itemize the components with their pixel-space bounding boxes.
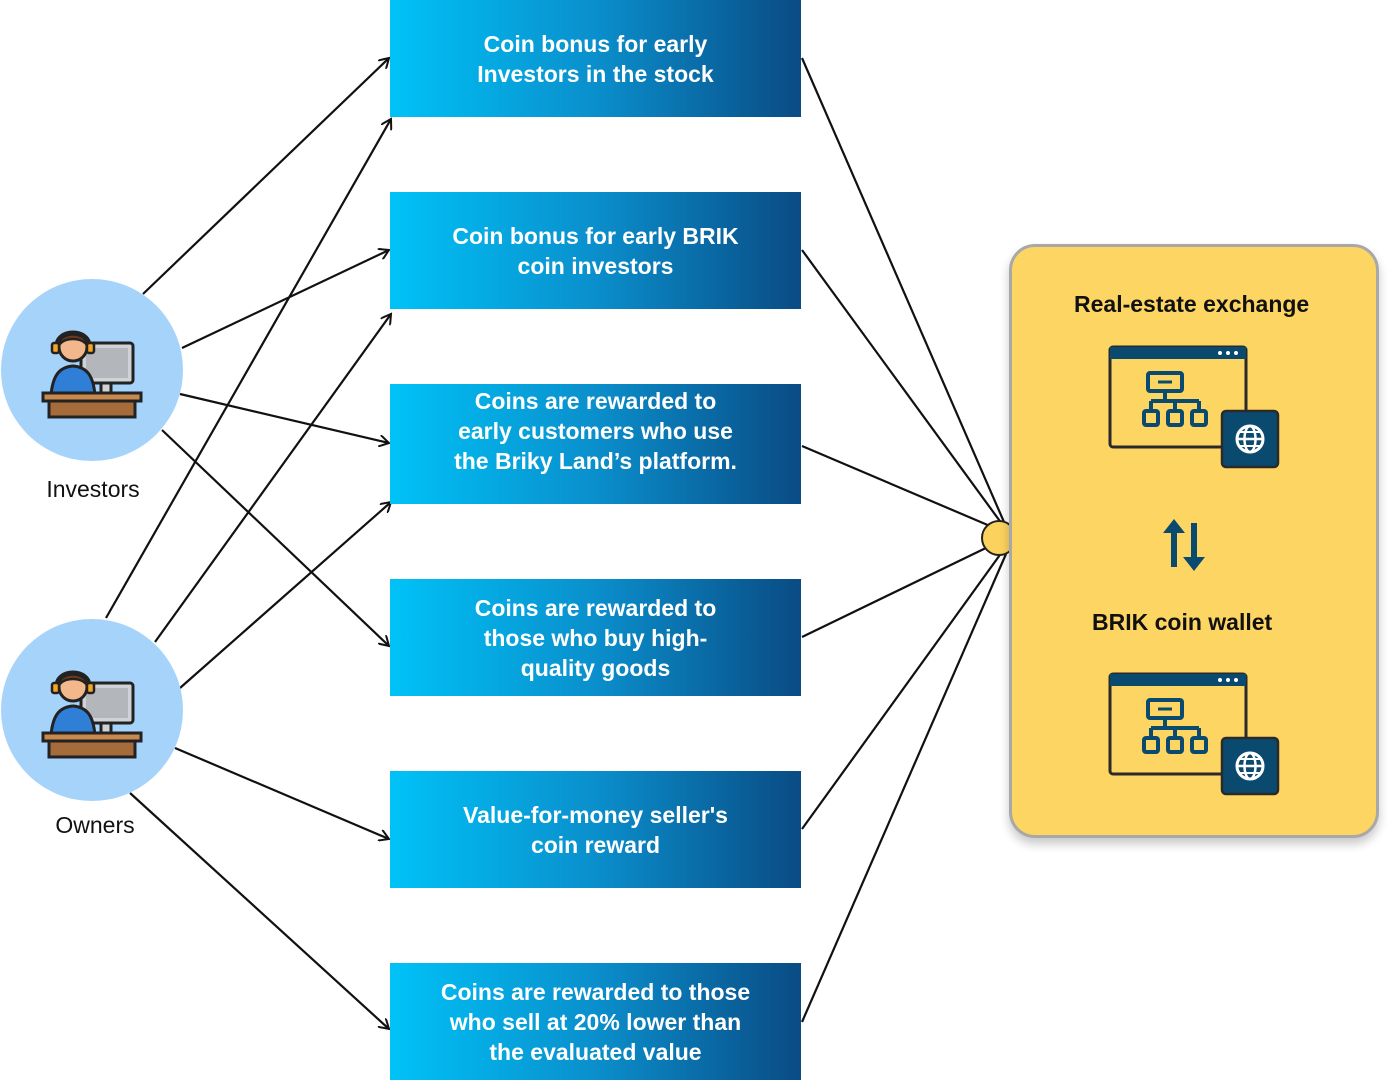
reward-box-4: Coins are rewarded to those who buy high… bbox=[390, 579, 801, 696]
reward-box-3-line-2: early customers who use bbox=[458, 418, 733, 444]
reward-box-6: Coins are rewarded to those who sell at … bbox=[390, 963, 801, 1080]
arrow-investors-to-reward-4 bbox=[161, 429, 389, 646]
reward-box-6-line-2: who sell at 20% lower than bbox=[449, 1008, 742, 1035]
line-reward-5-to-hub bbox=[801, 551, 1003, 830]
reward-box-6-line-1: Coins are rewarded to those bbox=[440, 978, 751, 1005]
reward-box-5-line-1: Value-for-money seller's bbox=[463, 801, 728, 828]
investors-label: Investors bbox=[46, 476, 140, 502]
reward-box-2-line-2: coin investors bbox=[517, 252, 674, 279]
line-reward-3-to-hub bbox=[801, 444, 991, 528]
arrow-owners-to-reward-2 bbox=[154, 314, 391, 643]
owners-node bbox=[1, 619, 183, 801]
investors-node bbox=[1, 279, 183, 461]
person-at-computer-icon bbox=[41, 670, 143, 759]
web-sitemap-icon bbox=[1108, 672, 1280, 796]
arrow-investors-to-reward-3 bbox=[179, 392, 389, 443]
reward-box-5: Value-for-money seller's coin reward bbox=[390, 771, 801, 888]
reward-box-3-line-3: the Briky Land’s platform. bbox=[454, 448, 737, 474]
platform-panel: Real-estate exchange bbox=[1009, 244, 1379, 838]
line-reward-2-to-hub bbox=[801, 249, 1003, 525]
arrow-owners-to-reward-1 bbox=[105, 119, 391, 619]
reward-box-2: Coin bonus for early BRIK coin investors bbox=[390, 192, 801, 309]
reward-box-4-line-3: quality goods bbox=[520, 654, 671, 681]
line-reward-1-to-hub bbox=[800, 57, 1006, 523]
web-sitemap-icon bbox=[1108, 345, 1280, 469]
line-reward-6-to-hub bbox=[800, 553, 1008, 1023]
reward-box-3: Coins are rewarded to early customers wh… bbox=[390, 384, 801, 504]
reward-box-3-line-1: Coins are rewarded to bbox=[474, 388, 717, 414]
reward-box-6-line-3: the evaluated value bbox=[489, 1038, 702, 1065]
owners-label: Owners bbox=[55, 812, 135, 838]
person-at-computer-icon bbox=[41, 330, 143, 419]
up-down-arrows-icon bbox=[1163, 519, 1205, 571]
arrow-owners-to-reward-6 bbox=[129, 792, 389, 1029]
line-reward-4-to-hub bbox=[801, 545, 991, 638]
arrow-investors-to-reward-2 bbox=[181, 250, 389, 349]
reward-box-4-line-2: those who buy high- bbox=[483, 624, 708, 651]
reward-box-1-line-1: Coin bonus for early bbox=[483, 30, 708, 57]
reward-box-1: Coin bonus for early Investors in the st… bbox=[390, 0, 801, 117]
wallet-label: BRIK coin wallet bbox=[1092, 609, 1273, 635]
arrow-investors-to-reward-1 bbox=[142, 58, 389, 295]
reward-box-1-line-2: Investors in the stock bbox=[477, 60, 714, 87]
arrow-owners-to-reward-3 bbox=[179, 502, 391, 689]
reward-box-4-line-1: Coins are rewarded to bbox=[474, 594, 717, 621]
arrow-owners-to-reward-5 bbox=[174, 746, 389, 839]
reward-box-5-line-2: coin reward bbox=[530, 831, 661, 858]
reward-box-2-line-1: Coin bonus for early BRIK bbox=[452, 222, 739, 249]
exchange-label: Real-estate exchange bbox=[1074, 291, 1310, 317]
